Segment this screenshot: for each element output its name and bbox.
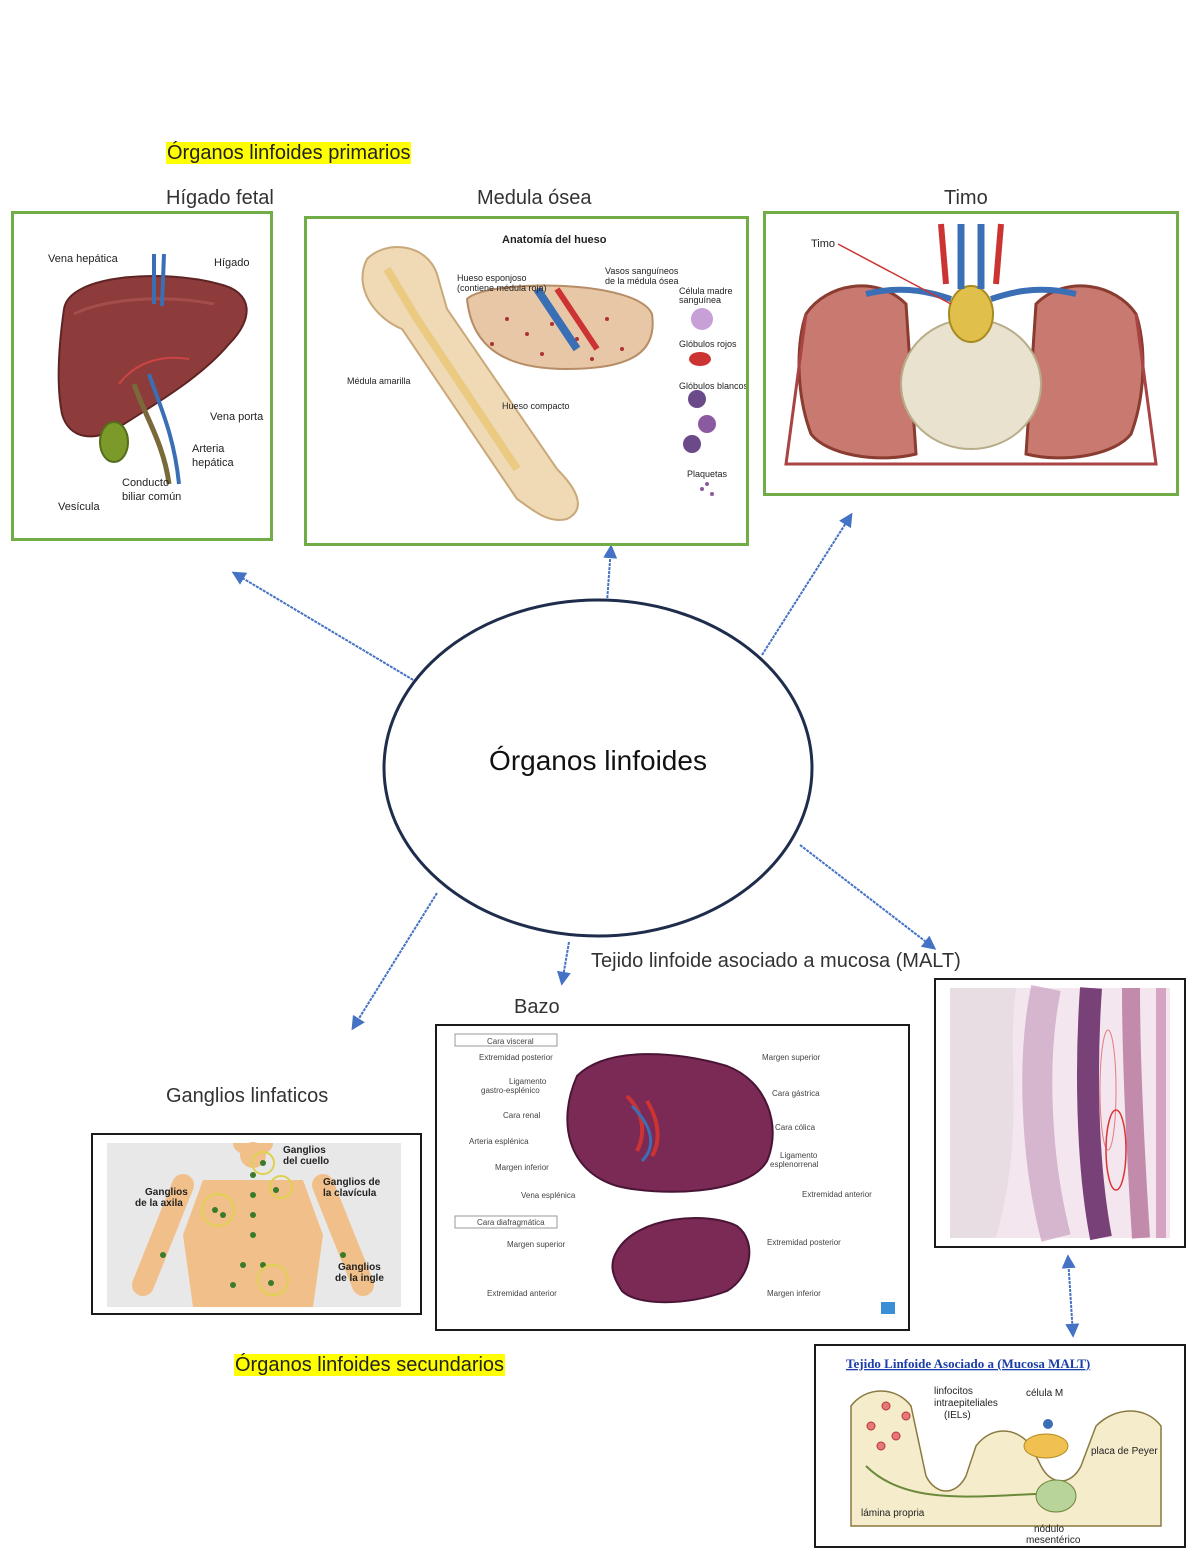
lymph-label: de la ingle <box>335 1273 384 1284</box>
bone-label: Hueso compacto <box>502 401 570 411</box>
center-label: Órganos linfoides <box>489 745 707 776</box>
center-ellipse <box>382 598 814 938</box>
spleen-label: Ligamento <box>780 1151 818 1160</box>
spleen-label: Cara gástrica <box>772 1089 820 1098</box>
liver-label: Vena hepática <box>48 253 119 265</box>
malt-histology-image <box>934 978 1186 1248</box>
spleen-label: Margen superior <box>507 1240 566 1249</box>
malt-diagram-label: intraepiteliales <box>934 1398 998 1409</box>
bone-label: Hueso esponjoso <box>457 273 527 283</box>
spleen-label: Margen inferior <box>767 1289 821 1298</box>
malt-diagram-label: lámina propria <box>861 1508 925 1519</box>
liver-label: Vesícula <box>58 501 100 513</box>
lymph-label: del cuello <box>283 1156 329 1167</box>
malt-diagram-title: Tejido Linfoide Asociado a (Mucosa MALT) <box>846 1356 1090 1371</box>
bone-label: Glóbulos rojos <box>679 339 737 349</box>
malt-diagram-illustration: Tejido Linfoide Asociado a (Mucosa MALT)… <box>846 1356 1162 1546</box>
bazo-title: Bazo <box>514 996 560 1018</box>
spleen-label: Cara diafragmática <box>477 1218 545 1227</box>
malt-diagram-image: Tejido Linfoide Asociado a (Mucosa MALT)… <box>814 1344 1186 1548</box>
arrow-to-bazo <box>556 941 571 986</box>
arrow-to-timo <box>761 512 853 656</box>
bone-title: Anatomía del hueso <box>502 234 607 246</box>
primary-heading: Órganos linfoides primarios <box>166 142 412 164</box>
lymph-label: de la axila <box>135 1198 183 1209</box>
bone-label: Médula amarilla <box>347 376 411 386</box>
medula-title: Medula ósea <box>477 187 592 209</box>
bone-label: sanguínea <box>679 295 721 305</box>
spleen-label: Extremidad anterior <box>487 1289 557 1298</box>
arrow-to-malt <box>799 844 937 950</box>
arrow-to-medula <box>603 544 618 603</box>
spleen-label: Cara visceral <box>487 1037 534 1046</box>
thymus-label: Timo <box>811 238 835 250</box>
malt-diagram-label: nódulo <box>1034 1524 1064 1535</box>
lymph-label: la clavícula <box>323 1188 377 1199</box>
arrow-to-ganglios <box>351 892 438 1031</box>
bone-label: Célula madre <box>679 286 733 296</box>
malt-diagram-label: célula M <box>1026 1388 1063 1399</box>
bone-label: Vasos sanguíneos <box>605 266 679 276</box>
malt-diagram-label: linfocitos <box>934 1386 973 1397</box>
bone-label: Plaquetas <box>687 469 728 479</box>
higado-image: Vena hepática Hígado Vena porta Arteria … <box>11 211 273 541</box>
liver-illustration: Vena hepática Hígado Vena porta Arteria … <box>48 253 264 513</box>
lymph-label: Ganglios <box>145 1187 188 1198</box>
bone-label: (contiene médula roja) <box>457 283 547 293</box>
spleen-label: Extremidad posterior <box>479 1053 553 1062</box>
spleen-label: esplenorrenal <box>770 1160 819 1169</box>
arrow-malt-link <box>1061 1254 1080 1338</box>
lymph-label: Ganglios <box>338 1262 381 1273</box>
spleen-label: Arteria esplénica <box>469 1137 529 1146</box>
liver-label: hepática <box>192 457 234 469</box>
bone-label: Glóbulos blancos <box>679 381 746 391</box>
bone-label: de la médula ósea <box>605 276 679 286</box>
liver-label: Hígado <box>214 257 249 269</box>
bazo-image: Cara visceral Extremidad posterior Ligam… <box>435 1024 910 1331</box>
spleen-label: Cara cólica <box>775 1123 816 1132</box>
malt-diagram-label: mesentérico <box>1026 1535 1081 1546</box>
arrow-to-higado <box>231 571 421 685</box>
ganglios-title: Ganglios linfaticos <box>166 1085 329 1107</box>
secondary-heading: Órganos linfoides secundarios <box>234 1354 506 1376</box>
malt-diagram-label: (IELs) <box>944 1410 971 1421</box>
spleen-label: Extremidad posterior <box>767 1238 841 1247</box>
thymus-illustration: Timo <box>766 214 1176 493</box>
lymph-nodes-illustration: Ganglios del cuello Ganglios de la claví… <box>107 1142 401 1307</box>
spleen-label: Margen inferior <box>495 1163 549 1172</box>
spleen-label: Extremidad anterior <box>802 1190 872 1199</box>
malt-title: Tejido linfoide asociado a mucosa (MALT) <box>591 950 961 972</box>
spleen-label: gastro-esplénico <box>481 1086 540 1095</box>
lymph-label: Ganglios <box>283 1145 326 1156</box>
liver-label: Vena porta <box>210 411 264 423</box>
liver-label: Conducto <box>122 477 169 489</box>
liver-label: Arteria <box>192 443 225 455</box>
spleen-label: Cara renal <box>503 1111 541 1120</box>
lymph-label: Ganglios de <box>323 1177 381 1188</box>
timo-title: Timo <box>944 187 988 209</box>
bone-illustration: Anatomía del hueso Hueso esponjoso (cont… <box>347 234 746 521</box>
spleen-label: Vena esplénica <box>521 1191 576 1200</box>
liver-label: biliar común <box>122 491 181 503</box>
spleen-label: Ligamento <box>509 1077 547 1086</box>
spleen-illustration: Cara visceral Extremidad posterior Ligam… <box>454 1033 895 1314</box>
higado-title: Hígado fetal <box>166 187 274 209</box>
spleen-label: Margen superior <box>762 1053 821 1062</box>
medula-image: Anatomía del hueso Hueso esponjoso (cont… <box>304 216 749 546</box>
timo-image: Timo <box>763 211 1179 496</box>
histology-illustration <box>950 984 1170 1242</box>
ganglios-image: Ganglios del cuello Ganglios de la claví… <box>91 1133 422 1315</box>
malt-diagram-label: placa de Peyer <box>1091 1446 1158 1457</box>
